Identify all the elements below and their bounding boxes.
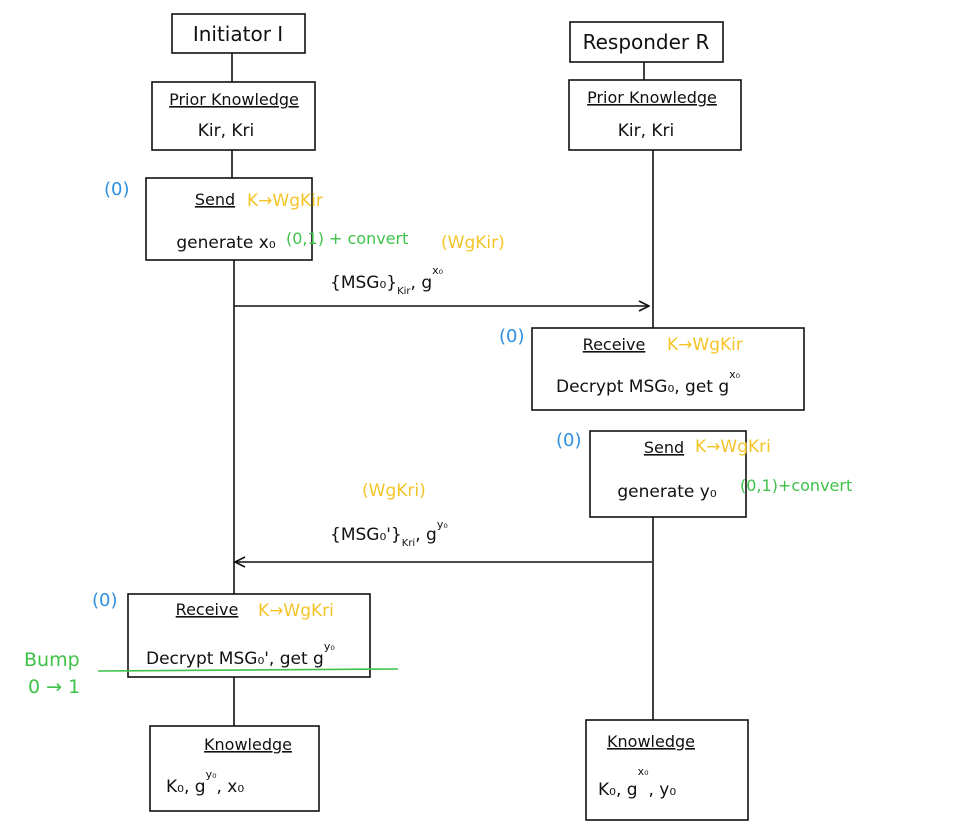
initiator-knowledge-value: K₀, gy₀, x₀: [166, 768, 244, 797]
responder-send-key-note: K→WgKri: [695, 437, 771, 457]
responder-knowledge-box: Knowledge K₀, gx₀, y₀: [585, 719, 749, 821]
initiator-prior-knowledge-box: Prior Knowledge Kir, Kri: [151, 81, 316, 151]
responder-send-box: Send generate y₀: [589, 430, 747, 518]
initiator-prior-heading: Prior Knowledge: [169, 90, 299, 109]
initiator-receive-action: Decrypt MSG₀', get gy₀: [146, 640, 335, 669]
responder-send-heading: Send: [644, 438, 684, 457]
initiator-title-box: Initiator I: [171, 13, 306, 54]
initiator-send-box: Send generate x₀: [145, 177, 313, 261]
initiator-lifeline: [231, 53, 235, 726]
msg1-key-note: (WgKir): [441, 233, 505, 253]
responder-title: Responder R: [583, 30, 710, 54]
responder-send-gen-note: (0,1)+convert: [740, 476, 852, 495]
responder-receive-action: Decrypt MSG₀, get gx₀: [556, 368, 741, 397]
msg2-key-note: (WgKri): [362, 481, 426, 501]
bump-note-2: 0 → 1: [28, 676, 80, 698]
responder-lifeline: [643, 62, 654, 720]
initiator-send-action: generate x₀: [176, 233, 275, 253]
responder-receive-key-note: K→WgKir: [667, 335, 743, 355]
initiator-knowledge-heading: Knowledge: [204, 735, 292, 754]
initiator-send-heading: Send: [195, 190, 235, 209]
responder-receive-heading: Receive: [583, 335, 646, 354]
msg2-label: {MSG₀'}Kri, gy₀: [330, 518, 448, 549]
msg1-label: {MSG₀}Kir, gx₀: [330, 264, 444, 297]
responder-title-box: Responder R: [569, 21, 724, 63]
initiator-receive-box: Receive Decrypt MSG₀', get gy₀: [127, 593, 371, 678]
bump-strike-line: [97, 668, 399, 672]
initiator-knowledge-box: Knowledge K₀, gy₀, x₀: [149, 725, 320, 812]
responder-receive-box: Receive Decrypt MSG₀, get gx₀: [531, 327, 805, 411]
initiator-receive-heading: Receive: [176, 600, 239, 619]
initiator-send-counter: (0): [104, 179, 130, 200]
responder-send-action: generate y₀: [617, 482, 716, 502]
bump-note-1: Bump: [24, 649, 80, 671]
initiator-send-gen-note: (0,1) + convert: [286, 229, 408, 248]
responder-knowledge-heading: Knowledge: [607, 732, 695, 751]
initiator-send-key-note: K→WgKir: [247, 191, 323, 211]
responder-prior-knowledge-box: Prior Knowledge Kir, Kri: [568, 79, 742, 151]
initiator-receive-counter: (0): [92, 590, 118, 611]
responder-receive-counter: (0): [499, 326, 525, 347]
initiator-prior-keys: Kir, Kri: [198, 121, 255, 141]
initiator-title: Initiator I: [193, 22, 283, 46]
responder-knowledge-value: K₀, gx₀, y₀: [598, 765, 676, 800]
responder-prior-heading: Prior Knowledge: [587, 88, 717, 107]
responder-prior-keys: Kir, Kri: [618, 121, 675, 141]
responder-send-counter: (0): [556, 430, 582, 451]
initiator-receive-key-note: K→WgKri: [258, 601, 334, 621]
